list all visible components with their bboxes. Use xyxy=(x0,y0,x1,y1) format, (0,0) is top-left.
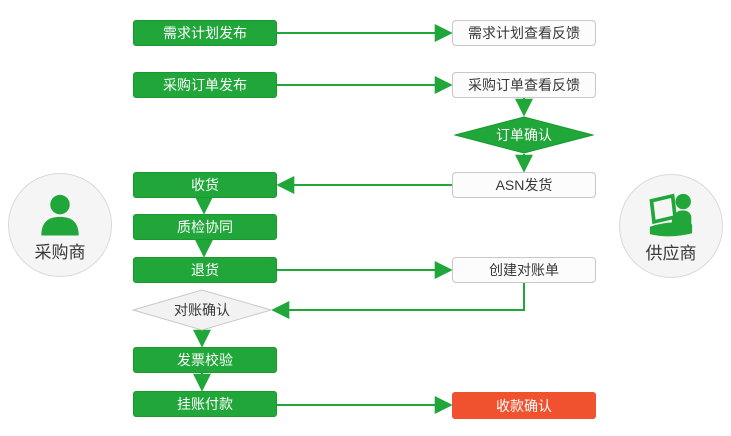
node-quality-collaboration: 质检协同 xyxy=(133,214,277,240)
node-po-publish: 采购订单发布 xyxy=(133,72,277,98)
actor-buyer: 采购商 xyxy=(8,173,112,277)
node-label: 采购订单查看反馈 xyxy=(468,77,580,93)
node-po-feedback: 采购订单查看反馈 xyxy=(452,72,596,98)
node-label: 对账确认 xyxy=(174,302,230,318)
arrow-statement-to-confirm xyxy=(271,283,525,319)
node-label: ASN发货 xyxy=(495,177,553,193)
node-label: 需求计划查看反馈 xyxy=(468,25,580,41)
node-account-payment: 挂账付款 xyxy=(133,391,277,417)
node-demand-plan-feedback: 需求计划查看反馈 xyxy=(452,20,596,46)
node-asn-shipping: ASN发货 xyxy=(452,172,596,198)
node-receive-goods: 收货 xyxy=(133,172,277,198)
node-label: 创建对账单 xyxy=(489,262,559,278)
supplier-label: 供应商 xyxy=(645,243,697,263)
node-receipt-confirm: 收款确认 xyxy=(452,392,596,419)
node-label: 收款确认 xyxy=(496,397,552,414)
diamond-shape xyxy=(132,289,272,331)
person-icon xyxy=(41,194,79,235)
decision-order-confirm: 订单确认 xyxy=(454,116,594,154)
node-create-statement: 创建对账单 xyxy=(452,257,596,283)
node-label: 需求计划发布 xyxy=(163,25,247,41)
node-label: 退货 xyxy=(191,262,219,278)
actor-supplier: 供应商 xyxy=(619,174,723,278)
node-invoice-verification: 发票校验 xyxy=(133,347,277,373)
node-label: 订单确认 xyxy=(496,127,552,143)
node-label: 发票校验 xyxy=(177,352,233,368)
node-label: 收货 xyxy=(191,177,219,193)
node-label: 采购订单发布 xyxy=(163,77,247,93)
node-label: 质检协同 xyxy=(177,219,233,235)
node-label: 挂账付款 xyxy=(177,396,233,412)
buyer-label: 采购商 xyxy=(34,242,86,262)
decision-statement-confirm: 对账确认 xyxy=(132,289,272,331)
node-return-goods: 退货 xyxy=(133,257,277,283)
node-demand-plan-publish: 需求计划发布 xyxy=(133,20,277,46)
person-laptop-icon xyxy=(649,193,693,236)
diamond-shape xyxy=(454,116,594,154)
